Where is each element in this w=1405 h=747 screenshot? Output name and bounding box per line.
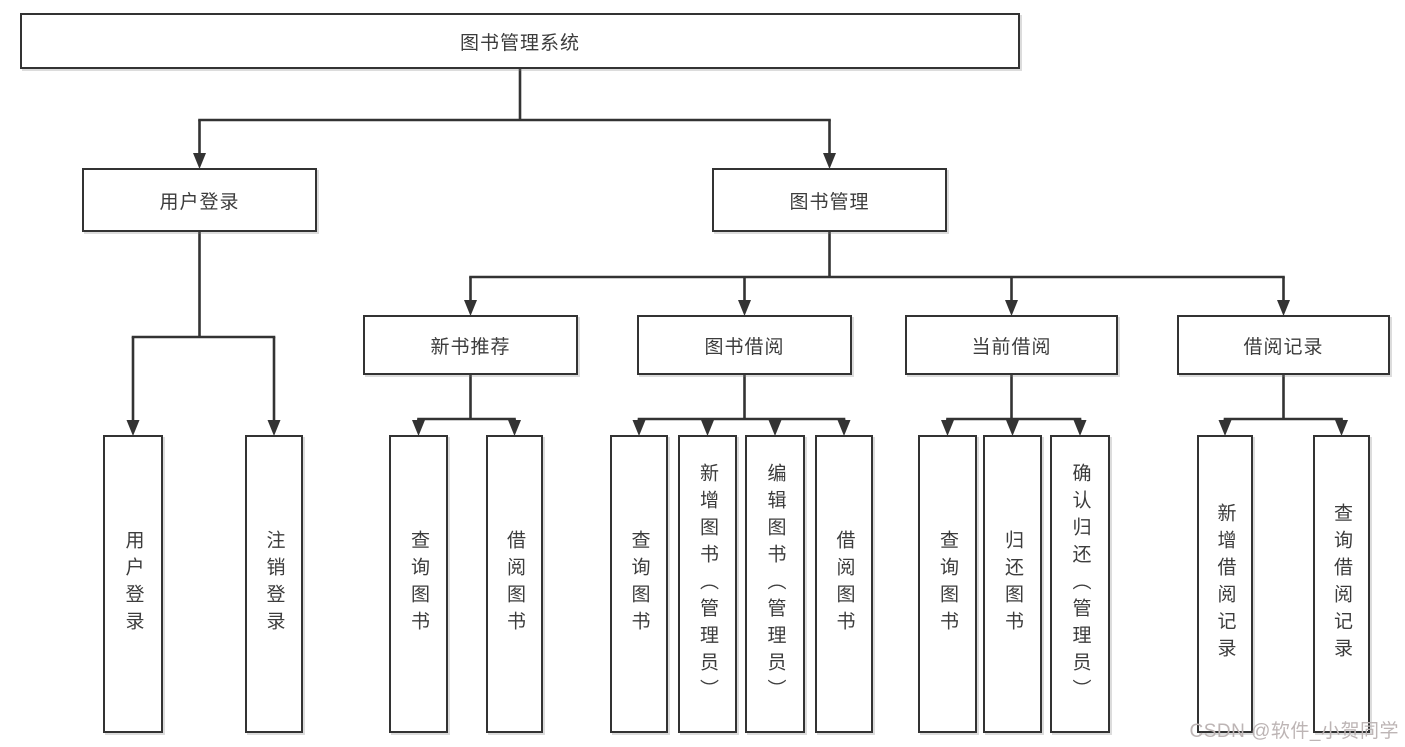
node-user-login: 用户登录 [82, 168, 317, 232]
node-leaf-bb-borrow: 借阅图书 [815, 435, 873, 733]
node-label: 图书借阅 [704, 336, 785, 358]
node-label: 查询图书 [408, 530, 429, 638]
node-label: 查询图书 [937, 530, 958, 638]
node-leaf-cb-confirm: 确认归还（管理员） [1050, 435, 1110, 733]
node-leaf-user-login: 用户登录 [103, 435, 163, 733]
node-new-book-rec: 新书推荐 [363, 315, 578, 375]
node-label: 查询图书 [628, 530, 650, 638]
node-label: 新增借阅记录 [1214, 503, 1236, 665]
node-label: 新书推荐 [430, 336, 511, 358]
node-label: 查询借阅记录 [1331, 503, 1352, 665]
node-label: 归还图书 [1002, 530, 1023, 638]
node-borrow-records: 借阅记录 [1177, 315, 1390, 375]
watermark-text: CSDN @软件_小贺同学 [1189, 721, 1399, 742]
node-book-borrow: 图书借阅 [637, 315, 852, 375]
node-label: 用户登录 [122, 530, 144, 638]
node-leaf-nbr-query: 查询图书 [389, 435, 448, 733]
node-leaf-bb-query: 查询图书 [610, 435, 668, 733]
node-label: 编辑图书（管理员） [764, 462, 786, 706]
node-leaf-br-query: 查询借阅记录 [1313, 435, 1370, 733]
node-leaf-bb-edit: 编辑图书（管理员） [745, 435, 805, 733]
node-label: 图书管理系统 [459, 32, 580, 54]
node-leaf-nbr-borrow: 借阅图书 [486, 435, 543, 733]
node-leaf-logout: 注销登录 [245, 435, 303, 733]
node-root: 图书管理系统 [20, 13, 1020, 69]
node-label: 借阅图书 [833, 530, 855, 638]
node-label: 用户登录 [159, 191, 240, 213]
node-book-mgmt: 图书管理 [712, 168, 947, 232]
node-leaf-bb-add: 新增图书（管理员） [678, 435, 737, 733]
node-current-borrow: 当前借阅 [905, 315, 1118, 375]
node-leaf-cb-return: 归还图书 [983, 435, 1042, 733]
node-label: 借阅图书 [504, 530, 525, 638]
node-label: 确认归还（管理员） [1069, 462, 1091, 706]
node-label: 借阅记录 [1243, 336, 1324, 358]
node-label: 新增图书（管理员） [697, 462, 718, 706]
node-label: 注销登录 [263, 530, 285, 638]
node-leaf-cb-query: 查询图书 [918, 435, 977, 733]
node-label: 当前借阅 [971, 336, 1052, 358]
node-label: 图书管理 [789, 191, 870, 213]
node-leaf-br-add: 新增借阅记录 [1197, 435, 1253, 733]
